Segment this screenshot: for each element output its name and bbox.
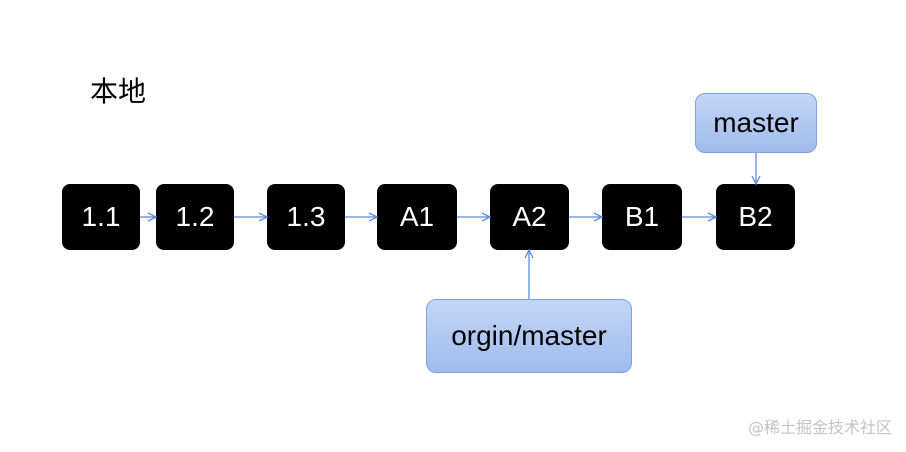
- commit-node-1-1: 1.1: [62, 184, 140, 250]
- commit-node-b2: B2: [716, 184, 795, 250]
- commit-node-1-2: 1.2: [156, 184, 234, 250]
- commit-node-1-3: 1.3: [267, 184, 345, 250]
- commit-node-a1: A1: [377, 184, 457, 250]
- diagram-title: 本地: [90, 75, 147, 108]
- commit-node-a2: A2: [490, 184, 569, 250]
- watermark: @稀土掘金技术社区: [747, 418, 892, 437]
- master-ref-label: master: [695, 93, 817, 153]
- origin-master-ref-label: orgin/master: [426, 299, 632, 373]
- commit-node-b1: B1: [602, 184, 682, 250]
